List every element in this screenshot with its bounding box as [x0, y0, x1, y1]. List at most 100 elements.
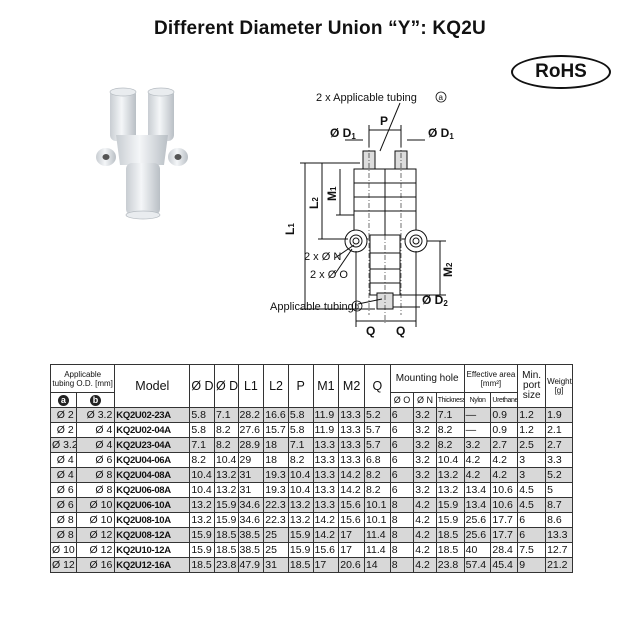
header-p: P	[287, 364, 314, 408]
svg-text:M2: M2	[441, 262, 455, 277]
table-cell: 40	[463, 542, 492, 558]
table-cell: 3	[517, 467, 547, 483]
dim-m2-sub: 2	[445, 262, 454, 267]
table-cell: 3.2	[413, 482, 437, 498]
table-cell: 13.3	[312, 467, 340, 483]
table-cell: 13.3	[338, 437, 365, 453]
table-cell: 5	[545, 482, 573, 498]
header-applicable-tubing: Applicable tubing O.D. [mm]	[49, 364, 116, 393]
dim-m2: M	[441, 267, 455, 277]
tubing-a-circle: a	[439, 93, 444, 102]
dim-d1-left: Ø D	[330, 126, 352, 140]
header-weight: Weight [g]	[545, 364, 573, 408]
table-cell: 8.2	[363, 482, 391, 498]
table-cell: Ø 8	[50, 527, 77, 543]
header-thickness: Thickness	[435, 392, 465, 408]
dim-n: 2 x Ø N	[304, 251, 341, 263]
table-cell: 15.9	[287, 527, 314, 543]
table-cell: 23.8	[213, 557, 239, 573]
table-cell: 8	[389, 542, 415, 558]
table-cell: 18	[263, 437, 289, 453]
dim-d2: Ø D	[422, 293, 444, 307]
table-cell: 15.7	[263, 422, 289, 438]
table-cell: Ø 6	[50, 497, 77, 513]
table-cell: 14	[363, 557, 391, 573]
table-cell: 3.2	[413, 422, 437, 438]
svg-text:Ø D2: Ø D2	[422, 293, 448, 308]
table-cell: 4.2	[490, 452, 519, 468]
table-cell: Ø 10	[75, 497, 116, 513]
table-cell: 31	[237, 467, 265, 483]
svg-text:Ø D1: Ø D1	[330, 126, 356, 141]
table-cell: Ø 6	[50, 482, 77, 498]
header-m2: M2	[338, 364, 365, 408]
table-cell: 25.6	[463, 527, 492, 543]
table-cell: 8.2	[435, 437, 465, 453]
table-cell: Ø 8	[50, 512, 77, 528]
table-cell: 3.3	[545, 452, 573, 468]
dim-d1-left-sub: 1	[351, 132, 356, 141]
table-cell: 11.9	[312, 422, 340, 438]
table-cell: 18.5	[435, 542, 465, 558]
svg-text:2 x Applicable tubing: 2 x Applicable tubing	[316, 92, 417, 104]
table-cell: Ø 2	[50, 407, 77, 423]
table-cell: 4.2	[413, 497, 437, 513]
table-cell: 8.2	[363, 467, 391, 483]
table-cell: 13.3	[312, 497, 340, 513]
header-o: Ø O	[389, 392, 415, 408]
table-cell: 6	[389, 437, 415, 453]
table-cell: 17.7	[490, 527, 519, 543]
table-cell: 14.2	[312, 512, 340, 528]
table-cell: 13.3	[338, 452, 365, 468]
table-cell: 6	[389, 407, 415, 423]
header-min-port: Min. port size	[517, 364, 547, 408]
table-cell: 2.5	[517, 437, 547, 453]
table-cell: 4.2	[413, 512, 437, 528]
table-cell: 16.6	[263, 407, 289, 423]
model-cell: KQ2U10-12A	[114, 542, 191, 558]
table-cell: 12.7	[545, 542, 573, 558]
header-q: Q	[363, 364, 391, 408]
table-cell: 5.2	[545, 467, 573, 483]
table-cell: 6	[389, 422, 415, 438]
table-cell: 8.2	[213, 422, 239, 438]
table-cell: 15.9	[435, 512, 465, 528]
table-cell: Ø 16	[75, 557, 116, 573]
table-cell: 5.7	[363, 422, 391, 438]
table-cell: 3.2	[463, 437, 492, 453]
table-cell: 13.3	[338, 407, 365, 423]
table-cell: 15.6	[338, 512, 365, 528]
table-cell: 10.1	[363, 497, 391, 513]
table-cell: 7.1	[287, 437, 314, 453]
table-cell: 38.5	[237, 542, 265, 558]
table-cell: 13.4	[463, 497, 492, 513]
table-cell: Ø 8	[75, 482, 116, 498]
table-cell: 8.6	[545, 512, 573, 528]
table-cell: 5.8	[287, 422, 314, 438]
table-cell: Ø 2	[50, 422, 77, 438]
table-cell: 3.2	[413, 452, 437, 468]
table-cell: 10.4	[189, 482, 215, 498]
dimension-drawing: 2 x Applicable tubing a P Ø D1 Ø D1 L1 L…	[270, 91, 455, 338]
dim-m1: M	[325, 191, 339, 201]
table-cell: 57.4	[463, 557, 492, 573]
dim-p: P	[380, 114, 388, 128]
table-cell: Ø 10	[75, 512, 116, 528]
table-cell: 6	[517, 527, 547, 543]
table-cell: 45.4	[490, 557, 519, 573]
svg-text:L2: L2	[307, 197, 321, 209]
table-cell: Ø 6	[75, 452, 116, 468]
table-cell: 0.9	[490, 422, 519, 438]
table-cell: 7.1	[435, 407, 465, 423]
table-cell: 2.7	[490, 437, 519, 453]
spec-table: Applicable tubing O.D. [mm] Model Ø D1 Ø…	[49, 364, 573, 573]
header-l1: L1	[237, 364, 265, 408]
table-cell: 31	[263, 557, 289, 573]
